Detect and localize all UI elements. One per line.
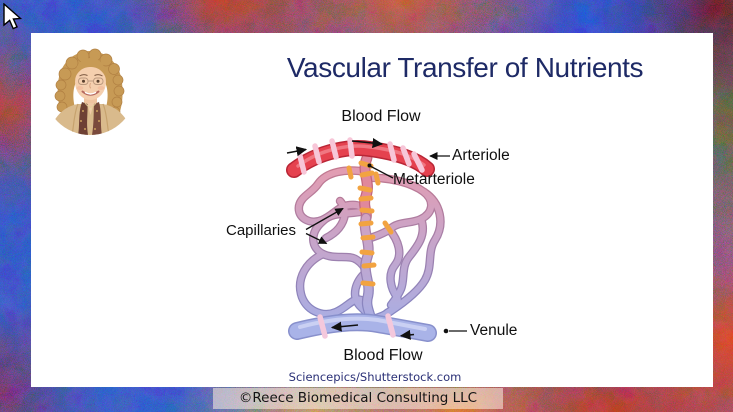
presenter-avatar [44,43,136,135]
presenter-portrait [44,43,136,135]
stock-attribution: Sciencepics/Shutterstock.com [288,370,462,384]
slide-title: Vascular Transfer of Nutrients [286,52,644,83]
blood-flow-bottom-label: Blood Flow [343,347,423,364]
footer-strip: ©Reece Biomedical Consulting LLC [213,388,503,409]
arteriole-label: Arteriole [452,147,510,164]
copyright-footer: ©Reece Biomedical Consulting LLC [238,390,478,406]
blood-flow-top-label: Blood Flow [341,108,421,125]
capillaries-label: Capillaries [226,222,297,239]
venule-label: Venule [470,322,518,339]
metarteriole-label: Metarteriole [393,171,475,188]
